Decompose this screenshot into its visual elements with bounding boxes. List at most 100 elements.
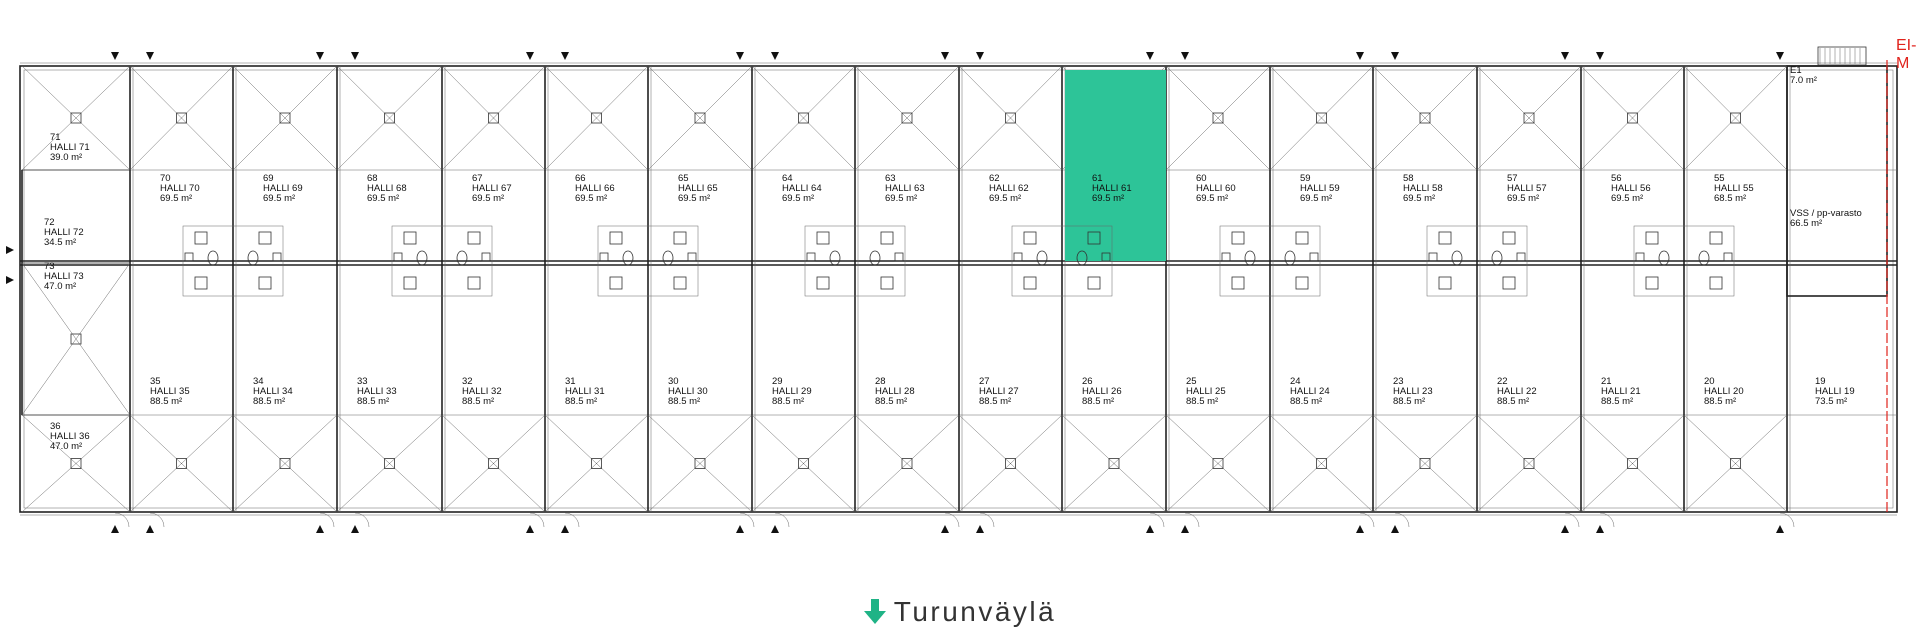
door-marker-top <box>941 52 949 60</box>
ceiling-diagonal <box>21 65 131 171</box>
unit-label-line: HALLI 68 <box>367 183 407 194</box>
ceiling-diagonal <box>854 414 960 513</box>
door-marker-bottom <box>1776 525 1784 533</box>
ceiling-vent <box>1523 112 1535 124</box>
ceiling-vent <box>591 112 602 124</box>
door-swing <box>149 512 165 528</box>
unit-63[interactable] <box>858 70 959 261</box>
unit-label-line: 69.5 m² <box>1300 193 1332 204</box>
door-marker-bottom <box>1356 525 1364 533</box>
unit-label-line: 59 <box>1300 173 1311 184</box>
unit-label-line: HALLI 24 <box>1290 386 1330 397</box>
unit-29[interactable] <box>755 265 855 508</box>
unit-20[interactable] <box>1687 265 1787 508</box>
door-marker-top <box>1356 52 1364 60</box>
door-swing <box>944 512 960 528</box>
ceiling-vent <box>1419 112 1431 124</box>
door-marker-top <box>146 52 154 60</box>
arrow-down-icon <box>863 599 886 624</box>
unit-30[interactable] <box>651 265 752 508</box>
unit-label-line: 34.5 m² <box>44 237 76 248</box>
unit-label-line: 63 <box>885 173 896 184</box>
unit-labels-layer: 70HALLI 7069.5 m²69HALLI 6969.5 m²68HALL… <box>44 65 1862 452</box>
unit-27[interactable] <box>962 265 1062 508</box>
unit-label-35: 35HALLI 3588.5 m² <box>150 376 190 407</box>
unit-label-line: VSS / pp-varasto <box>1790 208 1862 219</box>
ceiling-vent <box>1523 458 1535 469</box>
door-swing <box>114 512 130 528</box>
unit-label-24: 24HALLI 2488.5 m² <box>1290 376 1330 407</box>
unit-22[interactable] <box>1480 265 1581 508</box>
unit-66[interactable] <box>548 70 648 261</box>
ceiling-vent <box>70 112 82 124</box>
ceiling-diagonal <box>1683 414 1788 513</box>
unit-label-line: HALLI 57 <box>1507 183 1547 194</box>
door-marker-bottom <box>561 525 569 533</box>
unit-label-20: 20HALLI 2088.5 m² <box>1704 376 1744 407</box>
unit-label-line: 88.5 m² <box>462 396 494 407</box>
unit-label-63: 63HALLI 6369.5 m² <box>885 173 925 204</box>
unit-25[interactable] <box>1169 265 1270 508</box>
door-swing <box>529 512 545 528</box>
ceiling-vent <box>1730 458 1741 469</box>
unit-label-line: 69.5 m² <box>678 193 710 204</box>
unit-label-line: 88.5 m² <box>1601 396 1633 407</box>
unit-label-line: HALLI 31 <box>565 386 605 397</box>
unit-34[interactable] <box>236 265 337 508</box>
door-marker-top <box>1561 52 1569 60</box>
unit-61[interactable] <box>1065 70 1166 261</box>
unit-31[interactable] <box>548 265 648 508</box>
unit-hit-areas[interactable] <box>133 70 1787 508</box>
unit-28[interactable] <box>858 265 959 508</box>
ceiling-vent <box>279 458 291 469</box>
unit-label-line: 69.5 m² <box>782 193 814 204</box>
wc-cluster <box>597 225 699 297</box>
ceiling-vent <box>1212 112 1224 124</box>
unit-label-line: 88.5 m² <box>1290 396 1322 407</box>
unit-label-line: HALLI 58 <box>1403 183 1443 194</box>
unit-label-line: HALLI 34 <box>253 386 293 397</box>
unit-35[interactable] <box>133 265 233 508</box>
corner-label: EI-M <box>1896 37 1917 72</box>
unit-label-line: 69.5 m² <box>367 193 399 204</box>
door-marker-top <box>1596 52 1604 60</box>
unit-label-line: 33 <box>357 376 368 387</box>
unit-67[interactable] <box>445 70 545 261</box>
unit-60[interactable] <box>1169 70 1270 261</box>
unit-68[interactable] <box>340 70 442 261</box>
unit-70[interactable] <box>133 70 233 261</box>
unit-56[interactable] <box>1584 70 1684 261</box>
unit-label-line: 70 <box>160 173 171 184</box>
unit-64[interactable] <box>755 70 855 261</box>
unit-26[interactable] <box>1065 265 1166 508</box>
highlighted-unit <box>1065 70 1166 261</box>
unit-62[interactable] <box>962 70 1062 261</box>
ceiling-vent <box>279 112 291 124</box>
ceiling-diagonal <box>751 414 856 513</box>
ceiling-diagonal <box>1165 414 1271 513</box>
wc-cluster <box>1219 225 1321 297</box>
unit-label-65: 65HALLI 6569.5 m² <box>678 173 718 204</box>
unit-57[interactable] <box>1480 70 1581 261</box>
unit-65[interactable] <box>651 70 752 261</box>
unit-label-line: HALLI 33 <box>357 386 397 397</box>
ceiling-vent <box>798 112 809 124</box>
unit-21[interactable] <box>1584 265 1684 508</box>
unit-label-66: 66HALLI 6669.5 m² <box>575 173 615 204</box>
unit-23[interactable] <box>1376 265 1477 508</box>
unit-label-line: 64 <box>782 173 793 184</box>
unit-55[interactable] <box>1687 70 1787 261</box>
unit-33[interactable] <box>340 265 442 508</box>
unit-label-29: 29HALLI 2988.5 m² <box>772 376 812 407</box>
unit-69[interactable] <box>236 70 337 261</box>
unit-58[interactable] <box>1376 70 1477 261</box>
wc-cluster <box>1011 225 1113 297</box>
unit-24[interactable] <box>1273 265 1373 508</box>
unit-label-line: HALLI 28 <box>875 386 915 397</box>
unit-label-69: 69HALLI 6969.5 m² <box>263 173 303 204</box>
unit-32[interactable] <box>445 265 545 508</box>
door-marker-top <box>771 52 779 60</box>
unit-59[interactable] <box>1273 70 1373 261</box>
